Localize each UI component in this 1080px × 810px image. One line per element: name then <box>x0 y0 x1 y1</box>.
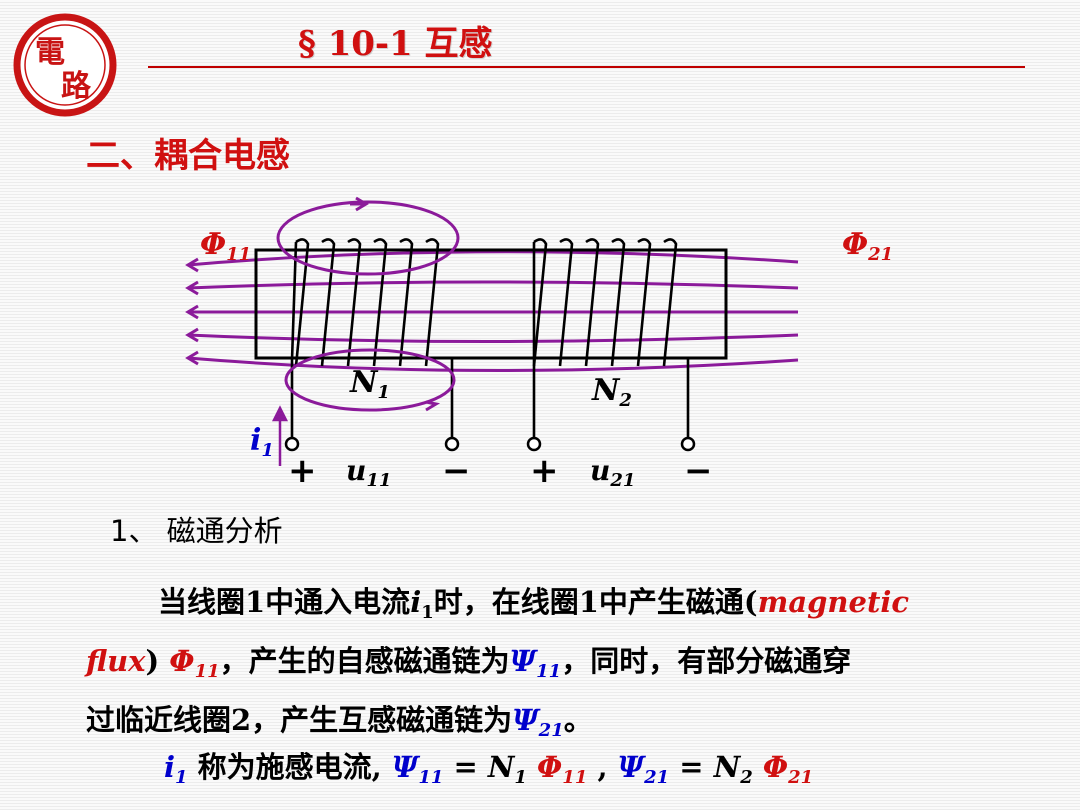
logo-char-2: 路 <box>61 69 92 104</box>
subheading-flux-analysis: 1、 磁通分析 <box>110 514 283 548</box>
plus-u11: + <box>288 451 317 491</box>
flux-loops-phi11 <box>276 196 460 412</box>
label-phi11: Φ11 <box>200 227 251 265</box>
logo-char-1: 電 <box>35 35 65 70</box>
label-u11: u11 <box>346 454 391 491</box>
section-title: 二、耦合电感 <box>86 136 290 176</box>
coupled-inductor-diagram: Φ11 Φ21 N1 N2 i1 + u11 − + u21 − <box>185 196 893 491</box>
label-n2: N2 <box>591 373 632 411</box>
label-u21: u21 <box>590 454 635 491</box>
terminals <box>284 436 696 452</box>
page-title: § 10-1 互感 <box>298 24 493 64</box>
formula-line: i1 称为施感电流, Ψ11 = N1 Φ11 , Ψ21 = N2 Φ21 <box>164 750 814 788</box>
paragraph-line-1: 当线圈1中通入电流i1时，在线圈1中产生磁通(magnetic <box>158 585 910 623</box>
current-arrow-i1 <box>271 405 289 466</box>
minus-u21: − <box>684 451 713 491</box>
plus-u21: + <box>530 451 559 491</box>
coil-2 <box>532 238 690 438</box>
label-i1: i1 <box>250 423 274 461</box>
logo-seal: 電 路 <box>13 13 117 117</box>
magnetic-core <box>254 248 728 360</box>
label-n1: N1 <box>349 365 390 403</box>
flux-lines <box>185 250 799 373</box>
title-divider <box>148 66 1025 68</box>
explanation-paragraph: 当线圈1中通入电流i1时，在线圈1中产生磁通(magnetic flux) Φ1… <box>86 578 1026 755</box>
paragraph-line-3: 过临近线圈2，产生互感磁通链为Ψ21。 <box>86 703 593 741</box>
minus-u11: − <box>442 451 471 491</box>
label-phi21: Φ21 <box>842 227 893 265</box>
paragraph-line-2: flux) Φ11，产生的自感磁通链为Ψ11，同时，有部分磁通穿 <box>86 644 852 682</box>
